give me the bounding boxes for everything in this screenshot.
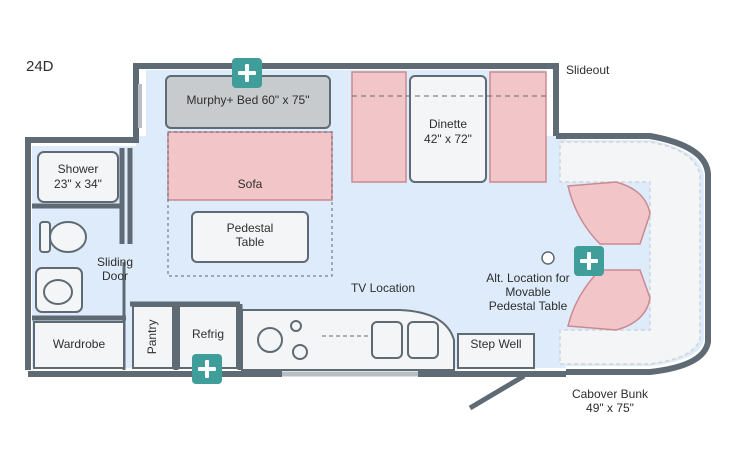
dinette-size-label: 42" x 72": [424, 132, 472, 146]
cabover-bunk-label: Cabover Bunk: [571, 387, 649, 401]
sofa-outline: [167, 131, 333, 277]
cab-seats-plus-icon[interactable]: [574, 246, 604, 276]
step-well-label: Step Well: [470, 337, 522, 351]
pantry-label: Pantry: [145, 319, 160, 355]
shower: [37, 151, 119, 203]
sofa: [167, 131, 333, 201]
slideout-label: Slideout: [566, 63, 610, 77]
murphy-bed-plus-icon[interactable]: [232, 58, 262, 88]
dinette-seat-left: [351, 71, 407, 183]
toilet-icon: [39, 221, 87, 253]
kitchen-sink-icon: [371, 321, 439, 359]
dinette-label: Dinette: [428, 117, 468, 131]
cab-seat-driver: [567, 181, 651, 245]
alt-location-label: Alt. Location for Movable Pedestal Table: [486, 271, 570, 313]
interior-walls: [32, 148, 243, 370]
cab-seat-passenger: [567, 269, 651, 331]
wardrobe: [33, 321, 125, 369]
sliding-door-label: Sliding Door: [96, 255, 134, 283]
entry-door[interactable]: [468, 371, 566, 411]
stove-icon: [257, 320, 308, 360]
sofa-label: Sofa: [237, 177, 263, 191]
shower-label: Shower: [57, 162, 99, 176]
refrig-plus-icon[interactable]: [192, 354, 222, 384]
cabover-bunk-size-label: 49" x 75": [586, 401, 634, 415]
model-number: 24D: [26, 58, 54, 75]
exterior-walls: [25, 63, 711, 377]
refrig-label: Refrig: [191, 327, 224, 341]
pantry: [132, 305, 174, 369]
dinette-seat-right: [489, 71, 547, 183]
galley-counter: [241, 309, 455, 371]
tv-location-label: TV Location: [350, 281, 416, 295]
step-well: [457, 333, 535, 369]
bath-sink-icon: [35, 267, 83, 313]
wardrobe-label: Wardrobe: [52, 337, 106, 351]
pedestal-table-label: Pedestal Table: [226, 221, 274, 249]
shower-size-label: 23" x 34": [54, 177, 102, 191]
cabover-bunk: [559, 141, 701, 365]
murphy-bed-label: Murphy+ Bed 60" x 75": [186, 93, 310, 107]
pedestal-mount-icon: [541, 251, 555, 265]
pedestal-table: [191, 211, 309, 263]
dinette-table: [409, 75, 487, 183]
